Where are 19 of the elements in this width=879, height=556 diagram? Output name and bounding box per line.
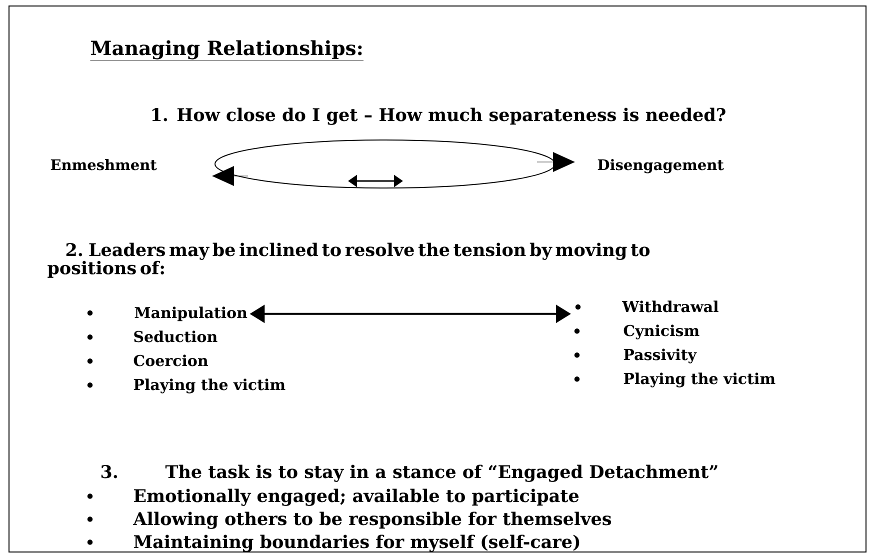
pole-label: Disengagement [598, 158, 724, 174]
list-item: Playing the victim [624, 372, 776, 388]
list-item: Coercion [134, 354, 208, 366]
node-label: Withdrawal [622, 300, 718, 312]
list-item: Emotionally engaged; available to participate [134, 488, 579, 506]
list-item: Passivity [624, 348, 697, 364]
list-item: Allowing others to be responsible for themselves [133, 512, 612, 529]
list-item: Seduction [134, 330, 218, 342]
heading: 2. Leaders may be inclined to resolve the tension by moving to positions of: [48, 242, 650, 278]
list-item: Playing the victim [134, 378, 286, 394]
list-item: Maintaining boundaries for myself (self-care) [134, 534, 580, 552]
list-item: Manipulation [134, 306, 248, 322]
title: Managing Relationships: [90, 40, 364, 61]
list-item: Withdrawal [575, 300, 718, 312]
heading: The task is to stay in a stance of “Engaged Detachment” [165, 464, 718, 482]
heading: 3. [101, 465, 118, 478]
list-item: Cynicism [624, 324, 700, 340]
pole-label: Enmeshment [50, 158, 157, 170]
heading: 1. How close do I get – How much separateness is needed? [152, 108, 726, 125]
